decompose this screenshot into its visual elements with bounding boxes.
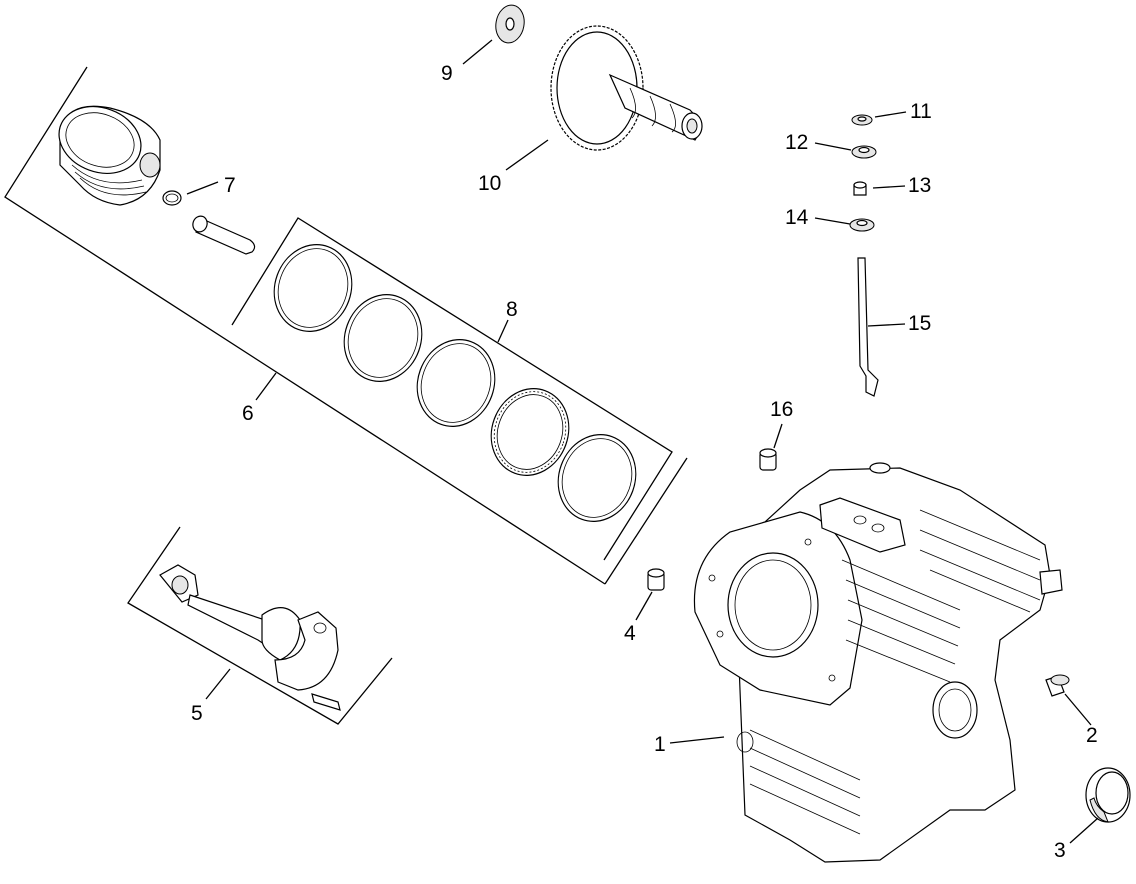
piston-rings-part <box>273 244 637 522</box>
piston-part <box>58 105 161 206</box>
piston-assembly-group-bracket <box>4 66 688 585</box>
governor-parts <box>849 114 879 397</box>
camshaft-washer-part <box>495 4 525 44</box>
connecting-rod-part <box>159 564 341 711</box>
piston-pin-retainer-part <box>162 190 182 206</box>
piston-rings-group-bracket <box>231 217 673 561</box>
dowel-sleeve-part <box>647 568 665 591</box>
callout-16: 16 <box>770 398 793 421</box>
callout-9: 9 <box>441 62 453 85</box>
oil-seal-part <box>1085 767 1131 823</box>
callout-1: 1 <box>654 733 666 756</box>
callout-13: 13 <box>908 174 931 197</box>
dowel-pin-part <box>759 448 777 471</box>
piston-pin-part <box>192 215 256 255</box>
callout-7: 7 <box>224 174 236 197</box>
callout-8: 8 <box>506 298 518 321</box>
callout-12: 12 <box>785 131 808 154</box>
callout-3: 3 <box>1054 839 1066 862</box>
callout-14: 14 <box>785 206 809 229</box>
callout-4: 4 <box>624 622 636 645</box>
callout-10: 10 <box>478 172 501 195</box>
camshaft-part <box>550 25 703 151</box>
callout-6: 6 <box>242 402 254 425</box>
leader-lines <box>186 39 1099 844</box>
callout-2: 2 <box>1086 724 1098 747</box>
callout-5: 5 <box>191 702 203 725</box>
callout-11: 11 <box>910 100 932 123</box>
crankcase-part <box>693 462 1063 863</box>
callout-15: 15 <box>908 312 931 335</box>
connecting-rod-group-bracket <box>127 526 393 725</box>
pipe-plug-part <box>1045 674 1070 697</box>
